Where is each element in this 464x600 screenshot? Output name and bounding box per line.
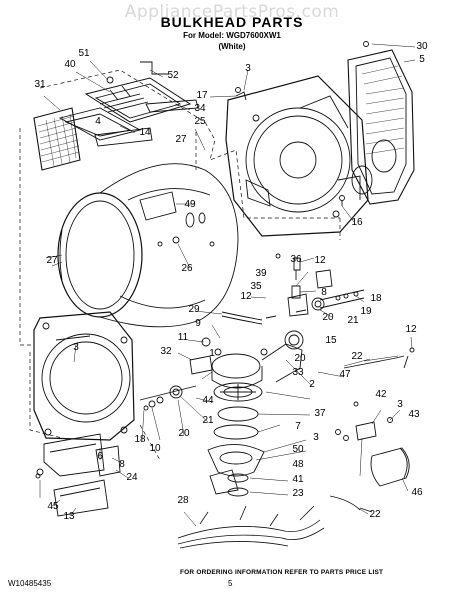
callout-label[interactable]: 37: [314, 408, 326, 419]
leader-lines: [39, 43, 416, 527]
document-number: W10485435: [8, 579, 52, 588]
callout-label[interactable]: 8: [321, 287, 327, 298]
callout-label[interactable]: 20: [178, 428, 190, 439]
callout-label[interactable]: 11: [177, 332, 189, 343]
callout-label[interactable]: 15: [325, 335, 337, 346]
callout-label[interactable]: 46: [411, 487, 423, 498]
callout-label[interactable]: 6: [97, 451, 103, 462]
idler-assembly: [139, 337, 213, 411]
rear-vent-duct: [347, 49, 415, 205]
assembly-outline: [19, 69, 341, 461]
capacitor-parts: [355, 421, 410, 487]
callout-label[interactable]: 5: [419, 54, 425, 65]
callout-label[interactable]: 24: [126, 472, 138, 483]
callout-label[interactable]: 12: [240, 291, 252, 302]
ordering-note: FOR ORDERING INFORMATION REFER TO PARTS …: [180, 569, 384, 576]
page-title: BULKHEAD PARTS: [160, 14, 304, 30]
callout-label[interactable]: 34: [194, 103, 206, 114]
callout-label[interactable]: 30: [416, 41, 428, 52]
callout-label[interactable]: 26: [181, 263, 193, 274]
front-duct-parts: [36, 433, 121, 517]
lint-screen: [33, 107, 81, 171]
callout-label[interactable]: 25: [194, 116, 206, 127]
callout-label[interactable]: 12: [405, 324, 417, 335]
callout-label[interactable]: 20: [294, 353, 306, 364]
callout-label[interactable]: 48: [292, 459, 304, 470]
callout-label[interactable]: 33: [292, 367, 304, 378]
callout-label[interactable]: 1: [209, 348, 215, 359]
callout-label[interactable]: 41: [292, 474, 304, 485]
rear-bulkhead: [225, 75, 369, 237]
callout-label[interactable]: 39: [255, 268, 267, 279]
callout-label[interactable]: 17: [196, 90, 208, 101]
callout-label[interactable]: 21: [347, 315, 359, 326]
wire-harness: [177, 355, 405, 549]
callout-label[interactable]: 3: [397, 399, 403, 410]
callout-label[interactable]: 49: [184, 199, 196, 210]
callout-label[interactable]: 27: [46, 255, 58, 266]
callout-label[interactable]: 51: [78, 48, 90, 59]
model-label: For Model: WGD7600XW1: [183, 31, 281, 40]
callout-label[interactable]: 50: [292, 444, 304, 455]
callout-label[interactable]: 14: [139, 127, 151, 138]
callout-label[interactable]: 3: [73, 342, 79, 353]
callout-label[interactable]: 27: [175, 134, 187, 145]
callout-label[interactable]: 19: [360, 306, 372, 317]
screws: [35, 41, 415, 479]
callout-label[interactable]: 10: [149, 443, 161, 454]
callout-label[interactable]: 18: [134, 434, 146, 445]
callout-label[interactable]: 13: [63, 511, 75, 522]
front-bulkhead: [33, 311, 135, 441]
callout-label[interactable]: 28: [177, 495, 189, 506]
callout-label[interactable]: 20: [322, 312, 334, 323]
callout-label[interactable]: 44: [202, 395, 214, 406]
callout-label[interactable]: 35: [250, 281, 262, 292]
callout-label[interactable]: 52: [167, 70, 179, 81]
callout-label[interactable]: 32: [160, 346, 172, 357]
callout-label[interactable]: 9: [195, 318, 201, 329]
callout-label[interactable]: 12: [314, 255, 326, 266]
callout-label[interactable]: 29: [188, 304, 200, 315]
callout-label[interactable]: 3: [313, 432, 319, 443]
callout-label[interactable]: 8: [119, 459, 125, 470]
callout-label[interactable]: 22: [369, 509, 381, 520]
callout-label[interactable]: 43: [408, 409, 420, 420]
callout-label[interactable]: 42: [375, 389, 387, 400]
page-subtitle: For Model: WGD7600XW1 (White): [0, 30, 464, 52]
heater-sensor-parts: [265, 253, 365, 319]
drum: [57, 163, 239, 328]
callout-label[interactable]: 23: [292, 488, 304, 499]
page-number: 5: [228, 579, 233, 588]
callout-label[interactable]: 16: [351, 217, 363, 228]
callout-label[interactable]: 4: [95, 116, 101, 127]
callout-label[interactable]: 22: [351, 351, 363, 362]
drive-belt: [221, 311, 263, 325]
filter-housing-group: [58, 61, 199, 147]
callout-label[interactable]: 18: [370, 293, 382, 304]
callout-label[interactable]: 21: [202, 415, 214, 426]
callout-label[interactable]: 36: [290, 254, 302, 265]
callout-label[interactable]: 7: [295, 421, 301, 432]
callout-label[interactable]: 3: [245, 63, 251, 74]
callout-label[interactable]: 45: [47, 501, 59, 512]
callout-label[interactable]: 2: [309, 379, 315, 390]
callout-label[interactable]: 47: [339, 369, 351, 380]
callout-label[interactable]: 40: [64, 59, 76, 70]
color-label: (White): [218, 42, 246, 51]
callout-label[interactable]: 31: [34, 79, 46, 90]
